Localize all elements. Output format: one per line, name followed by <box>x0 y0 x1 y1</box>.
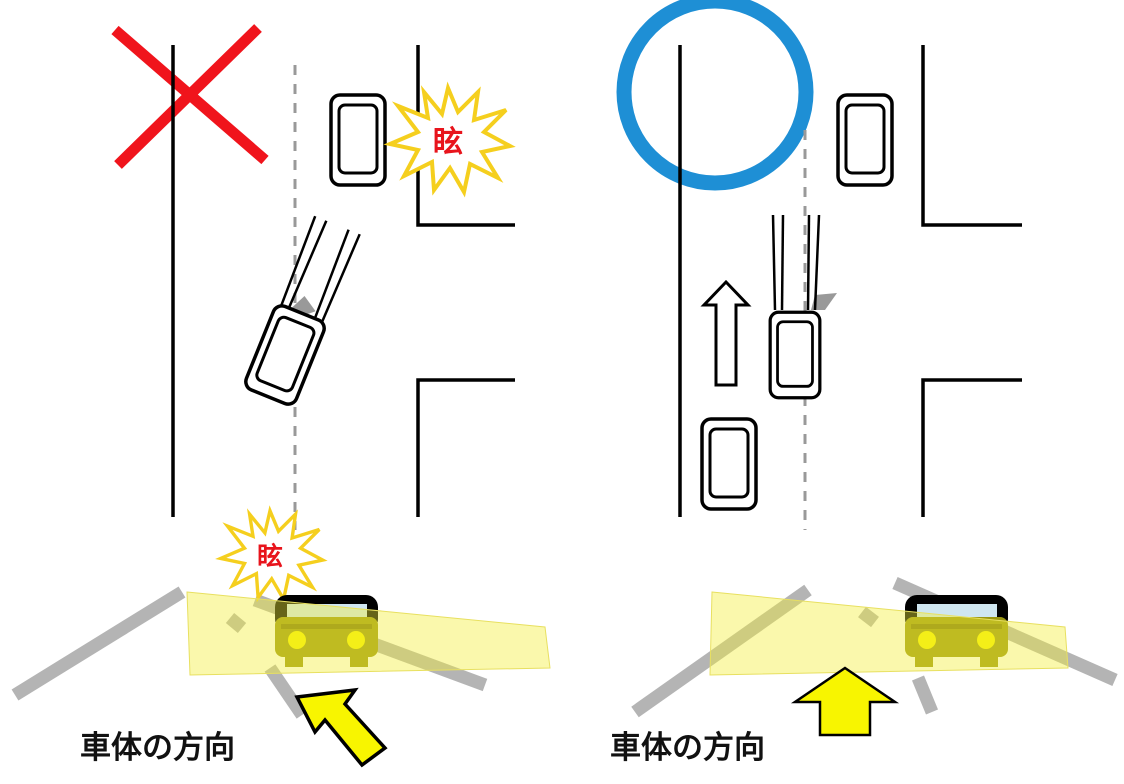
tilted-car <box>241 215 361 409</box>
cross-mark-icon <box>111 24 269 169</box>
circle-mark-icon <box>616 0 814 191</box>
direction-arrow-icon <box>294 687 388 768</box>
road-lines <box>171 45 515 517</box>
forward-arrow-icon <box>700 279 752 387</box>
panel-wrong: 眩 眩 車体の方向 <box>11 24 551 768</box>
following-car <box>700 417 758 511</box>
glare-text: 眩 <box>433 125 463 160</box>
road-lines <box>678 45 1022 517</box>
direction-label: 車体の方向 <box>610 730 765 766</box>
panel-correct: 車体の方向 <box>610 0 1118 766</box>
oncoming-car <box>329 93 387 187</box>
direction-label: 車体の方向 <box>80 730 235 766</box>
straight-car <box>768 214 837 400</box>
glare-text: 眩 <box>257 542 283 572</box>
oncoming-car <box>836 93 894 187</box>
headlight-beam <box>709 591 1069 676</box>
direction-arrow-icon <box>790 666 900 737</box>
glare-burst-top: 眩 <box>388 86 512 194</box>
glare-burst-bottom: 眩 <box>218 509 325 601</box>
headlight-beam <box>186 591 551 676</box>
